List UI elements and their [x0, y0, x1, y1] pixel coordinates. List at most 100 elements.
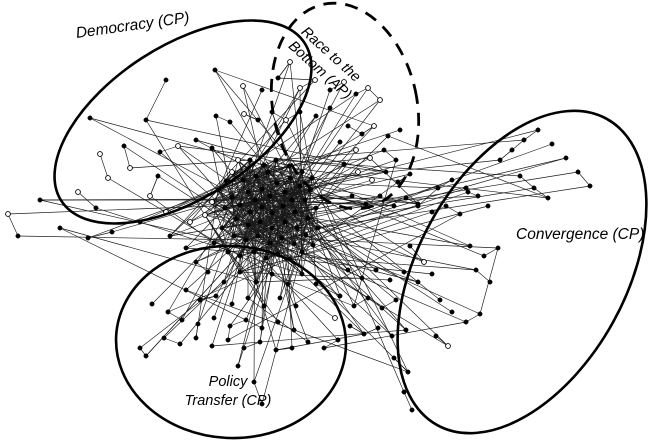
graph-edge — [253, 141, 341, 253]
graph-node-filled — [437, 297, 443, 303]
cluster-label-democracy: Democracy (CP) — [75, 9, 191, 42]
graph-node-hollow — [241, 111, 247, 117]
graph-node-filled — [165, 309, 171, 315]
graph-edge — [577, 171, 591, 187]
graph-edge — [242, 85, 319, 229]
graph-node-filled — [155, 173, 161, 179]
graph-node-filled — [383, 169, 389, 175]
graph-edge — [247, 163, 345, 226]
graph-node-filled — [481, 253, 487, 259]
graph-edge — [239, 221, 261, 257]
graph-node-hollow — [377, 97, 383, 103]
graph-edge — [409, 245, 425, 263]
graph-node-hollow — [421, 259, 427, 265]
graph-node-filled — [227, 119, 233, 125]
graph-node-filled — [231, 233, 237, 239]
graph-edge — [271, 273, 336, 319]
graph-node-filled — [393, 157, 399, 163]
graph-node-filled — [521, 137, 527, 143]
graph-node-filled — [305, 339, 311, 345]
graph-node-filled — [389, 333, 395, 339]
graph-node-filled — [197, 297, 203, 303]
cluster-outline-race-to-the-bottom — [269, 1, 421, 211]
graph-edge — [301, 89, 331, 173]
graph-node-filled — [225, 249, 231, 255]
graph-edge — [243, 341, 261, 349]
graph-node-hollow — [353, 147, 359, 153]
graph-node-filled — [457, 211, 463, 217]
graph-node-hollow — [287, 59, 293, 65]
graph-node-filled — [321, 345, 327, 351]
graph-node-hollow — [175, 143, 181, 149]
graph-node-filled — [485, 203, 491, 209]
graph-node-filled — [449, 177, 455, 183]
graph-node-filled — [252, 197, 258, 203]
graph-edge — [269, 149, 385, 197]
graph-node-filled — [229, 194, 235, 200]
graph-node-filled — [222, 205, 228, 211]
graph-node-filled — [143, 353, 149, 359]
graph-node-filled — [212, 67, 218, 73]
graph-node-hollow — [371, 123, 377, 129]
graph-node-filled — [385, 133, 391, 139]
graph-edge — [225, 177, 291, 182]
graph-node-filled — [313, 113, 319, 119]
graph-node-filled — [299, 169, 305, 175]
graph-node-filled — [405, 369, 411, 375]
graph-node-filled — [235, 363, 241, 369]
graph-node-filled — [291, 327, 297, 333]
graph-edge — [301, 251, 393, 337]
graph-node-filled — [245, 189, 251, 195]
graph-edge — [323, 321, 467, 349]
graph-node-filled — [57, 225, 63, 231]
graph-edge — [275, 333, 365, 351]
graph-node-filled — [213, 113, 219, 119]
graph-node-filled — [379, 305, 385, 311]
graph-node-filled — [267, 193, 273, 199]
graph-node-filled — [393, 297, 399, 303]
graph-node-hollow — [283, 117, 289, 123]
graph-edge — [214, 69, 375, 127]
graph-edge — [229, 319, 247, 327]
graph-edge — [511, 139, 525, 151]
graph-edge — [7, 213, 19, 237]
graph-node-filled — [351, 303, 357, 309]
graph-edge — [301, 191, 469, 253]
graph-edge — [225, 93, 357, 182]
graph-node-filled — [161, 335, 167, 341]
graph-node-filled — [143, 117, 149, 123]
graph-node-hollow — [187, 219, 193, 225]
graph-node-filled — [229, 301, 235, 307]
graph-edge — [381, 299, 397, 309]
graph-node-filled — [409, 407, 415, 413]
graph-node-filled — [341, 161, 347, 167]
graph-node-filled — [85, 235, 91, 241]
graph-node-filled — [473, 267, 479, 273]
graph-node-filled — [345, 123, 351, 129]
graph-node-filled — [347, 323, 353, 329]
graph-node-filled — [219, 225, 225, 231]
graph-node-filled — [15, 233, 21, 239]
graph-node-filled — [337, 139, 343, 145]
graph-edge — [523, 129, 539, 141]
graph-edge — [307, 217, 453, 313]
graph-node-filled — [315, 225, 321, 231]
graph-edge — [211, 329, 407, 347]
graph-edge — [185, 289, 409, 373]
graph-node-filled — [443, 203, 449, 209]
graph-node-filled — [387, 277, 393, 283]
graph-edge — [185, 175, 257, 249]
graph-node-filled — [313, 205, 319, 211]
graph-node-filled — [93, 205, 99, 211]
graph-node-filled — [269, 225, 275, 231]
graph-edge — [309, 159, 397, 191]
graph-edge — [217, 89, 263, 191]
graph-node-filled — [291, 241, 297, 247]
graph-edge — [204, 129, 539, 216]
graph-node-filled — [274, 180, 280, 186]
graph-node-filled — [587, 183, 593, 189]
graph-edge — [284, 191, 293, 349]
graph-node-filled — [305, 215, 311, 221]
graph-edge — [287, 217, 309, 285]
